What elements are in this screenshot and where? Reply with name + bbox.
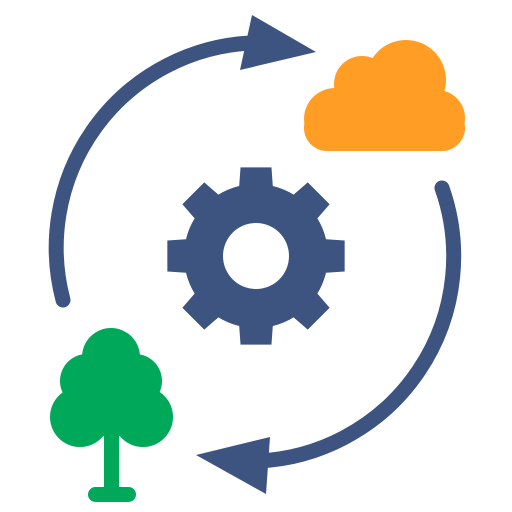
tree-icon [50,328,173,502]
cloud-icon [304,40,465,151]
cycle-arrow-top-icon [48,15,316,308]
cycle-arrow-bottom-icon [196,180,462,494]
gear-icon [167,167,345,345]
